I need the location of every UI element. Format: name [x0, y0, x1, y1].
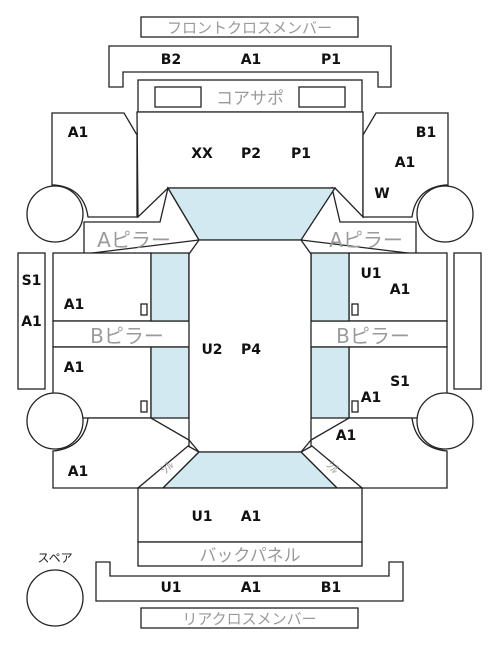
trunk-code-1: U1 — [191, 509, 212, 525]
hood-code-1: XX — [191, 146, 213, 162]
rear-right-door-code-1: S1 — [390, 374, 410, 390]
b-pillar-right-label: Bピラー — [336, 324, 410, 348]
hood-code-3: P1 — [291, 146, 311, 162]
rear-right-wheel[interactable] — [416, 392, 474, 450]
rear-cross-code-1: U1 — [160, 580, 181, 596]
headlight-right[interactable] — [298, 86, 346, 108]
left-step-panel[interactable] — [17, 252, 46, 390]
front-left-wheel[interactable] — [26, 185, 84, 243]
trunk-code-2: A1 — [241, 509, 262, 525]
front-right-fender-code-3: W — [374, 186, 389, 202]
front-cross-code-1: B2 — [161, 52, 181, 68]
front-cross-member-label: フロントクロスメンバー — [167, 19, 332, 37]
front-bumper-frame[interactable] — [108, 45, 392, 88]
rear-cross-code-3: B1 — [321, 580, 341, 596]
rear-bumper-frame[interactable] — [95, 561, 404, 602]
b-pillar-left-label: Bピラー — [90, 324, 164, 348]
left-step-code-2: A1 — [21, 314, 42, 330]
back-panel-box[interactable] — [137, 541, 363, 567]
front-left-fender[interactable] — [51, 112, 138, 218]
rear-left-door-handle[interactable] — [140, 400, 148, 413]
front-right-door-handle[interactable] — [351, 303, 359, 316]
left-step-code-1: S1 — [22, 273, 42, 289]
b-pillar-right[interactable] — [309, 320, 448, 348]
rear-cross-code-2: A1 — [241, 580, 262, 596]
trunk-lid[interactable] — [137, 487, 363, 543]
roof-code-2: P4 — [241, 342, 261, 358]
rear-left-fender-code: A1 — [68, 464, 89, 480]
spare-label: スペア — [37, 551, 72, 565]
front-right-door-code-2: A1 — [390, 282, 411, 298]
front-cross-member-box[interactable] — [140, 16, 359, 38]
hood-code-2: P2 — [241, 146, 261, 162]
rear-right-door-handle[interactable] — [351, 400, 359, 413]
front-left-fender-code: A1 — [68, 125, 89, 141]
roof-code-1: U2 — [201, 342, 222, 358]
rear-left-wheel[interactable] — [26, 392, 84, 450]
rear-left-door-code: A1 — [64, 360, 85, 376]
rear-right-window[interactable] — [310, 346, 350, 419]
right-step-panel[interactable] — [453, 252, 482, 390]
rear-cross-member-box[interactable] — [140, 607, 359, 629]
core-support-label: コアサポ — [216, 89, 284, 109]
front-right-wheel[interactable] — [416, 185, 474, 243]
rear-right-fender-code: A1 — [336, 428, 357, 444]
rear-left-window[interactable] — [150, 346, 190, 419]
rear-right-door-code-2: A1 — [361, 390, 382, 406]
front-cross-code-2: A1 — [241, 52, 262, 68]
front-left-door-handle[interactable] — [140, 303, 148, 316]
front-left-door-code: A1 — [64, 297, 85, 313]
a-pillar-right-label: Aピラー — [329, 228, 403, 252]
front-right-door-code-1: U1 — [360, 266, 381, 282]
front-right-door[interactable] — [348, 252, 448, 322]
front-right-fender-code-1: B1 — [416, 125, 436, 141]
front-right-fender[interactable] — [362, 112, 449, 218]
spare-tire[interactable] — [26, 569, 84, 627]
front-cross-code-3: P1 — [321, 52, 341, 68]
a-pillar-left-label: Aピラー — [97, 228, 171, 252]
front-right-window[interactable] — [310, 252, 350, 322]
headlight-left[interactable] — [154, 86, 202, 108]
back-panel-label: バックパネル — [199, 546, 300, 566]
rear-cross-member-label: リアクロスメンバー — [182, 610, 316, 628]
front-right-fender-code-2: A1 — [395, 155, 416, 171]
front-left-window[interactable] — [150, 252, 190, 322]
b-pillar-left[interactable] — [52, 320, 191, 348]
